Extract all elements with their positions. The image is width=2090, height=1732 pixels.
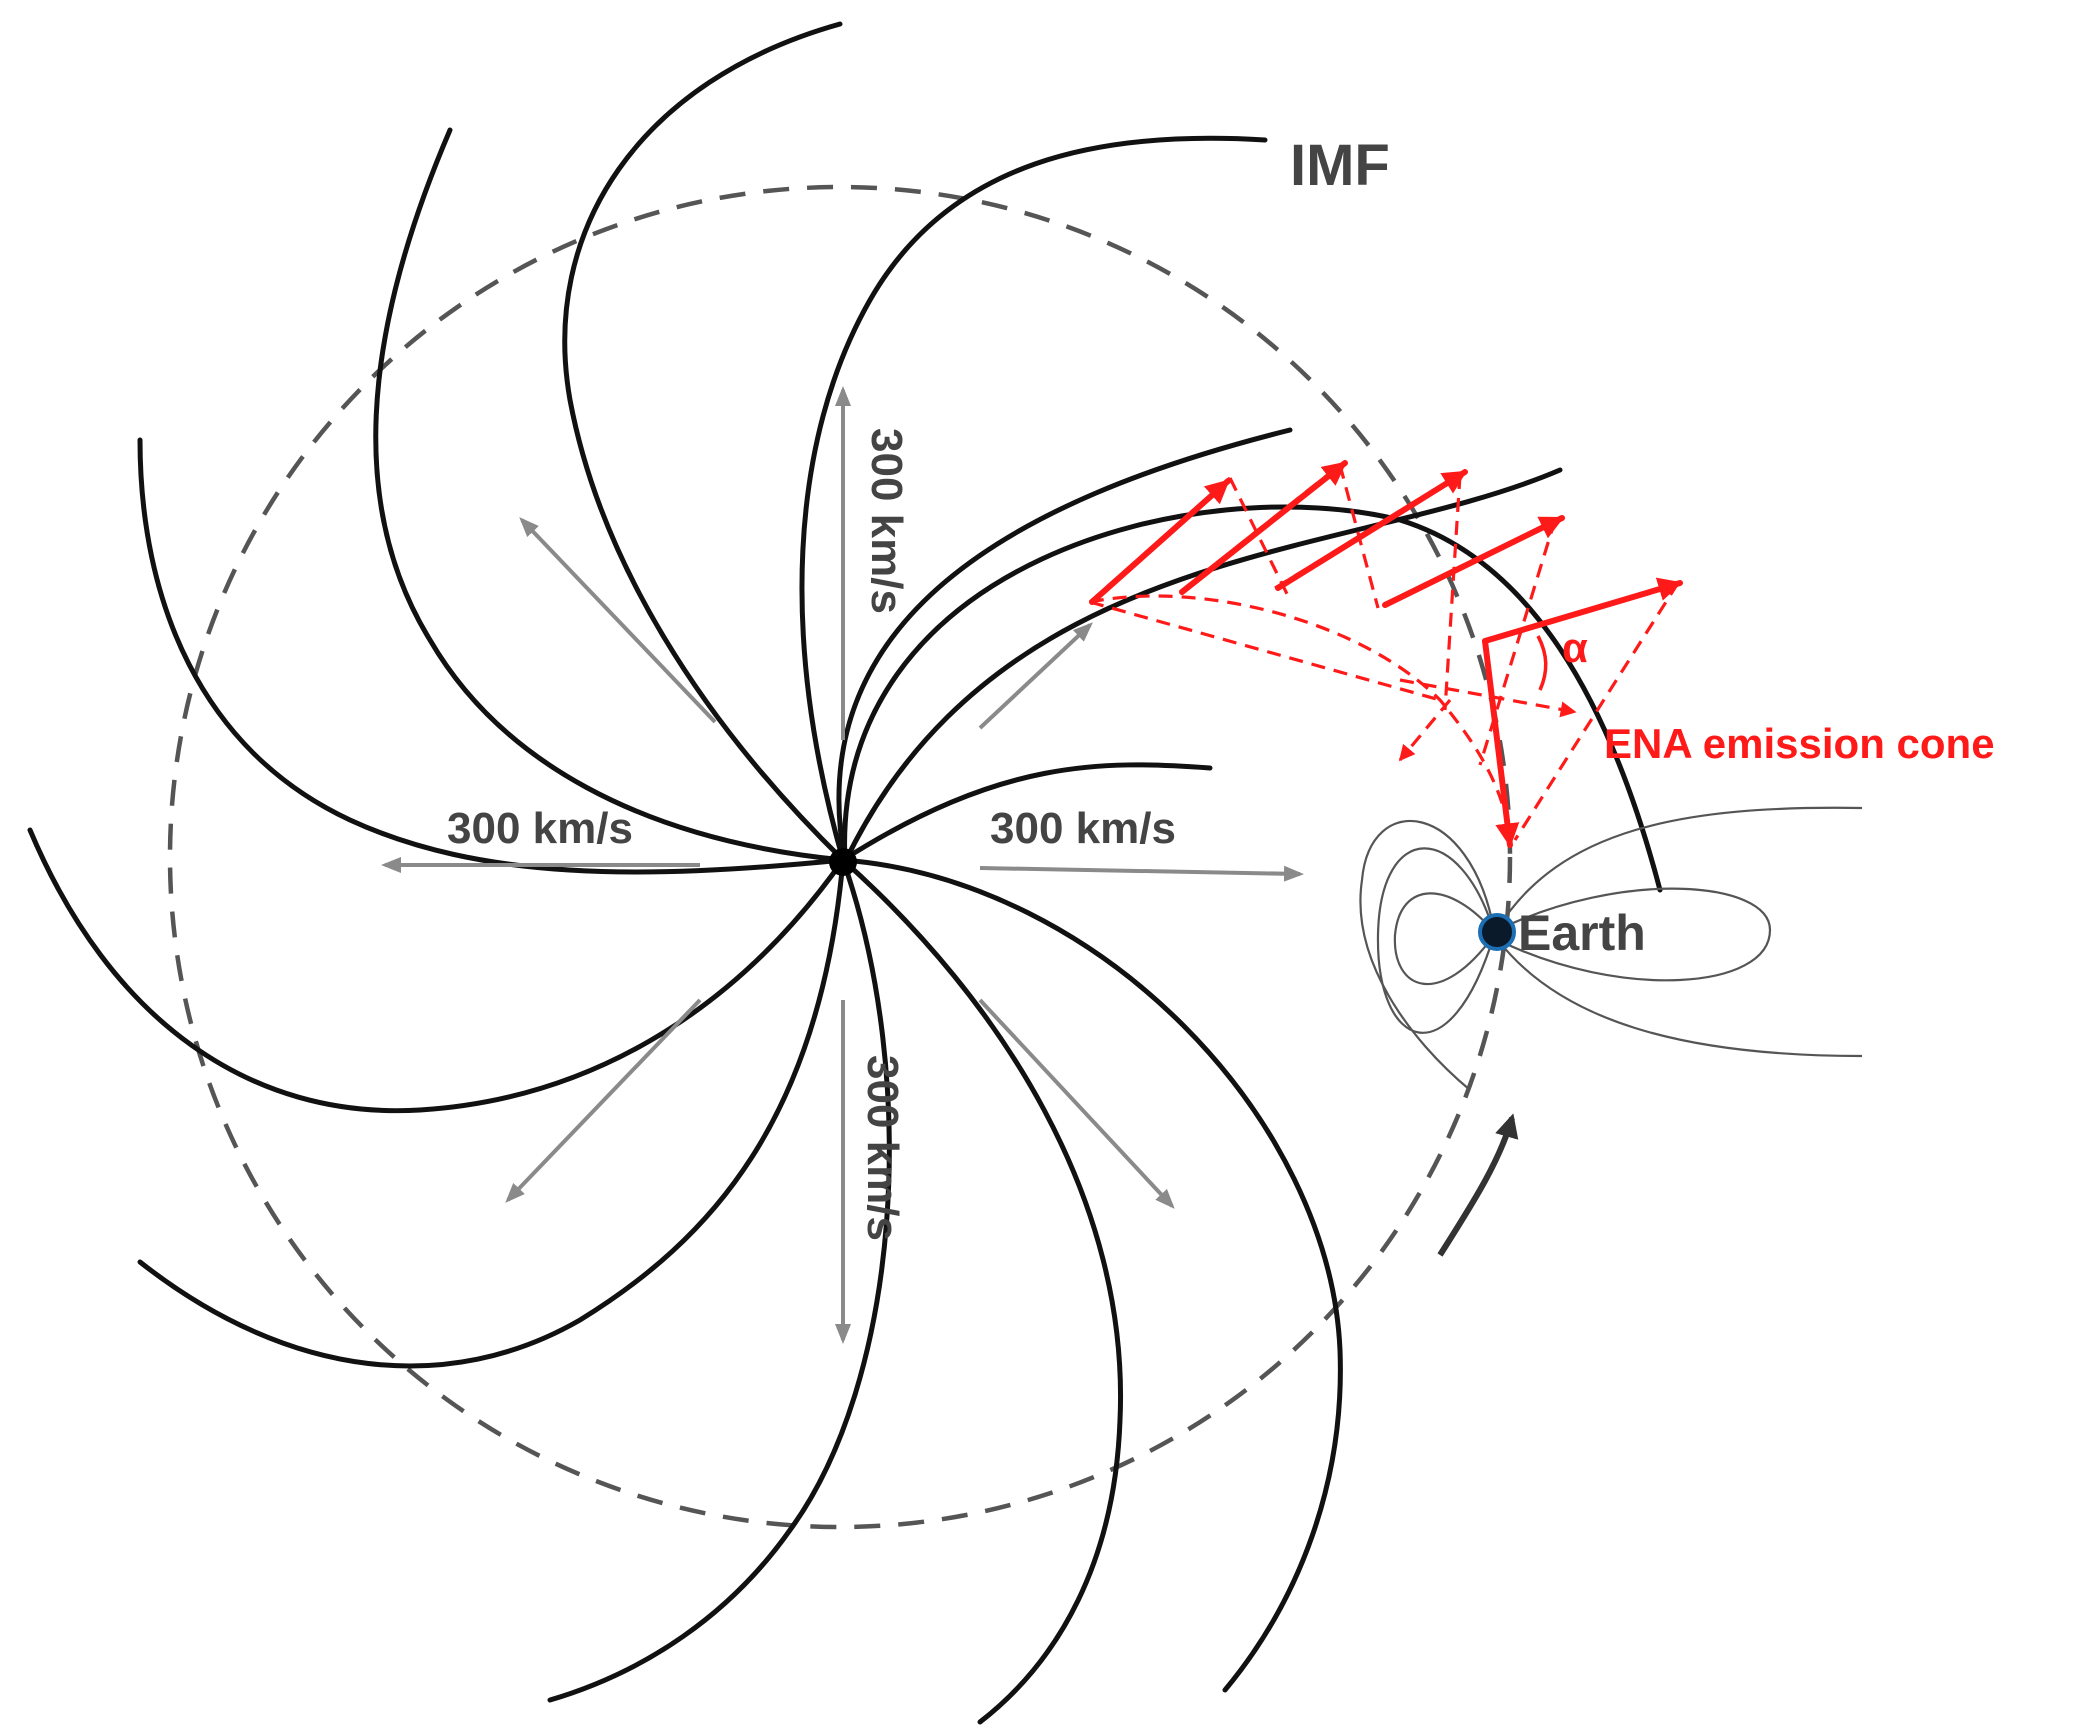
wind-arrow-right (979, 865, 1304, 882)
imf-line (840, 857, 1124, 1725)
imf-line (137, 437, 846, 875)
magnetosphere-field-lines (1359, 806, 1863, 1091)
imf-line (562, 21, 846, 863)
ena-dashed-line (1228, 477, 1292, 601)
imf-line (842, 467, 1563, 865)
earth-orbit (167, 184, 1513, 1530)
imf-line (27, 827, 846, 1114)
ena-arrow (1179, 460, 1348, 595)
imf-label: IMF (1290, 133, 1390, 198)
speed-label-top: 300 km/s (862, 428, 911, 614)
ena-dashed-line (1089, 600, 1441, 702)
field-line (1359, 819, 1496, 1091)
ena-dashed-arrow (1399, 678, 1577, 718)
ena-emission-cones (1088, 460, 1683, 848)
ena-arrow (1382, 515, 1565, 608)
field-line (1376, 847, 1496, 1034)
imf-line (836, 427, 1293, 865)
imf-line (840, 857, 1343, 1693)
speed-label-right: 300 km/s (990, 804, 1176, 853)
imf-line (799, 135, 1268, 863)
imf-line (137, 857, 846, 1369)
ena-cone-label: ENA emission cone (1604, 720, 1995, 767)
imf-line (373, 127, 846, 863)
speed-label-left: 300 km/s (447, 804, 633, 853)
ena-dashed-line (1478, 519, 1557, 766)
field-line (1393, 892, 1495, 986)
ena-dashed-curve (1089, 594, 1512, 841)
alpha-label: α (1562, 624, 1588, 671)
ena-dashed-line (1513, 582, 1680, 841)
ena-arrow-down (1482, 638, 1520, 848)
alpha-angle-arc (1536, 635, 1548, 691)
wind-arrow-downleft (505, 998, 702, 1203)
ena-dashed-arrow (1398, 698, 1452, 762)
imf-line (547, 857, 892, 1703)
ena-arrow (1482, 577, 1683, 644)
wind-arrow-upright (978, 622, 1093, 730)
ena-arrow (1275, 469, 1468, 591)
orbit-direction-arrow (1437, 1113, 1519, 1257)
ena-arrow (1089, 478, 1231, 605)
earth-label: Earth (1518, 905, 1646, 961)
imf-line (842, 504, 1663, 893)
field-line (1497, 887, 1772, 982)
solar-wind-arrows (381, 386, 1304, 1344)
field-line (1497, 806, 1863, 929)
wind-arrow-upleft (519, 517, 717, 724)
earth-dot (1478, 913, 1516, 951)
speed-label-bottom: 300 km/s (858, 1055, 907, 1241)
imf-field-lines (27, 21, 1663, 1725)
wind-arrow-downright (978, 998, 1175, 1209)
ena-dashed-line (1443, 474, 1462, 711)
imf-line (840, 762, 1213, 863)
field-line (1497, 939, 1863, 1058)
sun-dot (829, 848, 857, 876)
